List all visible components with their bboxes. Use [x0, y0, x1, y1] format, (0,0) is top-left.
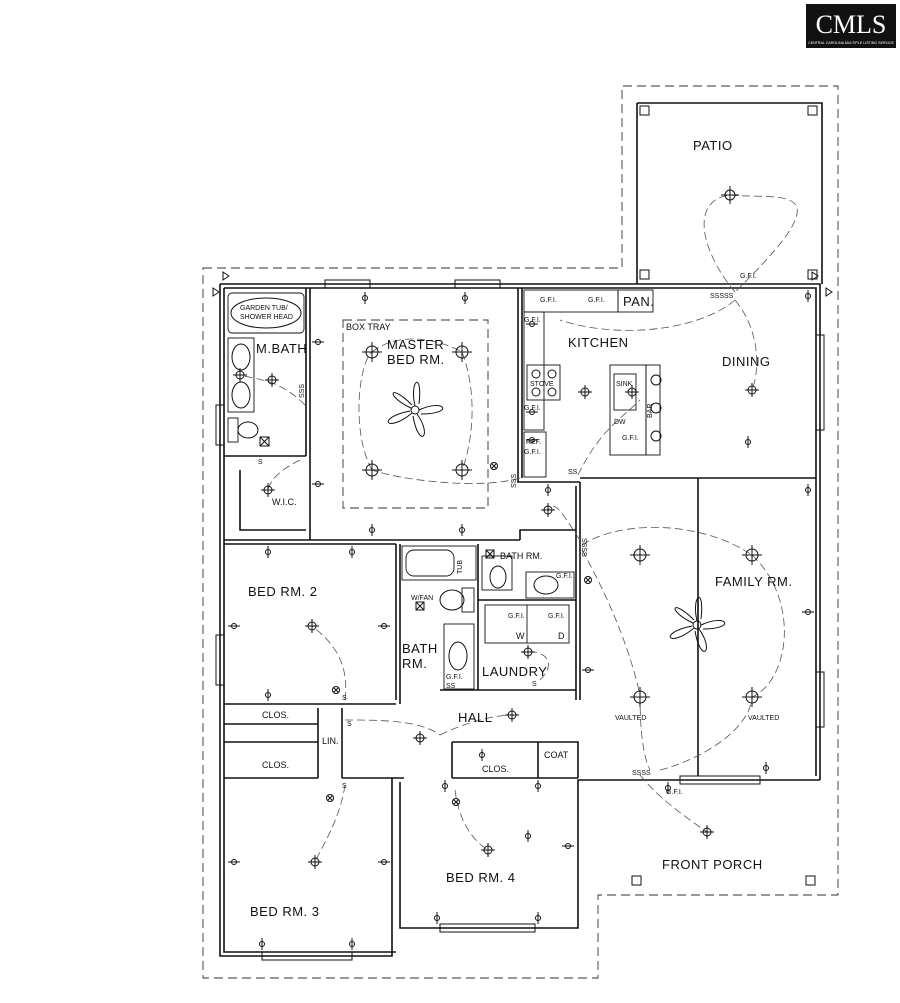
- switch-bath: SS: [446, 683, 456, 690]
- laundry-fixtures: [484, 604, 570, 644]
- family-rm-label: FAMILY RM.: [715, 574, 792, 589]
- exterior-markers: [212, 271, 833, 297]
- gfi-label-laundry-2: G.F.I.: [548, 613, 565, 620]
- stove-label: STOVE: [530, 381, 554, 388]
- roof-outline: [202, 85, 839, 979]
- gfi-label-patio: G.F.I.: [740, 273, 757, 280]
- closet-c-label: CLOS.: [482, 764, 509, 774]
- dishwasher-label: DW: [614, 419, 626, 426]
- kitchen-label: KITCHEN: [568, 335, 629, 350]
- dryer-label: D: [558, 631, 565, 641]
- front-porch-label: FRONT PORCH: [662, 857, 763, 872]
- switch-kitchen: SS: [568, 469, 578, 476]
- closet-a-label: CLOS.: [262, 710, 289, 720]
- master-bath-fixtures: [227, 337, 270, 447]
- gfi-label-kitchen-4: G.F.I.: [524, 405, 541, 412]
- bath-fan-label: W/FAN: [411, 595, 433, 602]
- laundry-label: LAUNDRY: [482, 664, 547, 679]
- logo-subtext: CENTRAL CAROLINA MULTIPLE LISTING SERVIC…: [808, 41, 894, 45]
- switch-porch: SSSS: [632, 770, 651, 777]
- tub-label: TUB: [457, 560, 464, 574]
- switch-patio: SSSSS: [710, 293, 734, 300]
- washer-label: W: [516, 631, 525, 641]
- switch-wic: S: [258, 459, 263, 466]
- garden-tub-label-1: GARDEN TUB/: [240, 305, 288, 312]
- master-ceiling-fan: [387, 381, 443, 437]
- family-ceiling-fan: [669, 596, 725, 652]
- bath-label-2: RM.: [402, 656, 427, 671]
- vaulted-label-b: VAULTED: [748, 715, 779, 722]
- gfi-label-hall-bath: G.F.I.: [446, 674, 463, 681]
- gfi-label-kitchen-2: G.F.I.: [588, 297, 605, 304]
- bath-label-1: BATH: [402, 641, 438, 656]
- gfi-label-bath: G.F.I.: [556, 573, 573, 580]
- wic-label: W.I.C.: [272, 497, 297, 507]
- vaulted-label-a: VAULTED: [615, 715, 646, 722]
- switch-master: SSS: [511, 474, 518, 488]
- exterior-walls: [219, 283, 821, 957]
- closet-b-label: CLOS.: [262, 760, 289, 770]
- dining-label: DINING: [722, 354, 771, 369]
- coat-closet-label: COAT: [544, 750, 569, 760]
- master-bath-label: M.BATH: [256, 341, 307, 356]
- pantry-label: PAN.: [623, 294, 654, 309]
- gfi-label-kitchen-1: G.F.I.: [540, 297, 557, 304]
- box-tray-label: BOX TRAY: [346, 322, 391, 332]
- patio-label: PATIO: [693, 138, 733, 153]
- garden-tub-label-2: SHOWER HEAD: [240, 314, 293, 321]
- bed-4-label: BED RM. 4: [446, 870, 516, 885]
- ref-label: REF.: [526, 439, 541, 446]
- gfi-label-kitchen-5: G.F.I.: [524, 449, 541, 456]
- smoke-detectors: [326, 462, 592, 806]
- outlets: [228, 290, 814, 950]
- bed-3-label: BED RM. 3: [250, 904, 320, 919]
- patio: [636, 102, 823, 284]
- interior-walls: [224, 288, 816, 779]
- switch-bed3: S: [342, 783, 347, 790]
- bed-2-label: BED RM. 2: [248, 584, 318, 599]
- switch-family: SSSS: [580, 538, 587, 557]
- porch-posts: [631, 875, 816, 886]
- hall-label: HALL: [458, 710, 493, 725]
- switch-mbath: SSS: [299, 384, 306, 398]
- master-bed-label-1: MASTER: [387, 337, 444, 352]
- sink-label: SINK: [616, 381, 633, 388]
- linen-label: LIN.: [322, 736, 339, 746]
- switch-laundry: S: [532, 681, 537, 688]
- master-bed-label-2: BED RM.: [387, 352, 445, 367]
- bar-label: BAR: [647, 404, 654, 418]
- garden-tub: [227, 292, 305, 334]
- gfi-label-kitchen-3: G.F.I.: [524, 317, 541, 324]
- cmls-logo-mark: CMLS CENTRAL CAROLINA MULTIPLE LISTING S…: [806, 4, 896, 48]
- box-tray-outline: [342, 319, 489, 509]
- windows: [215, 279, 825, 961]
- bath-rm-label: BATH RM.: [500, 551, 542, 561]
- kitchen-fixtures: [523, 289, 662, 478]
- bath-fixtures: [401, 545, 575, 690]
- logo-text: CMLS: [816, 10, 887, 39]
- cmls-logo: CMLS CENTRAL CAROLINA MULTIPLE LISTING S…: [806, 4, 896, 48]
- switch-bed2: S: [342, 695, 347, 702]
- switch-hall: S: [347, 721, 352, 728]
- gfi-label-porch: G.F.I.: [666, 789, 683, 796]
- light-fixtures: [233, 186, 762, 869]
- gfi-label-laundry-1: G.F.I.: [508, 613, 525, 620]
- gfi-label-bar: G.F.I.: [622, 435, 639, 442]
